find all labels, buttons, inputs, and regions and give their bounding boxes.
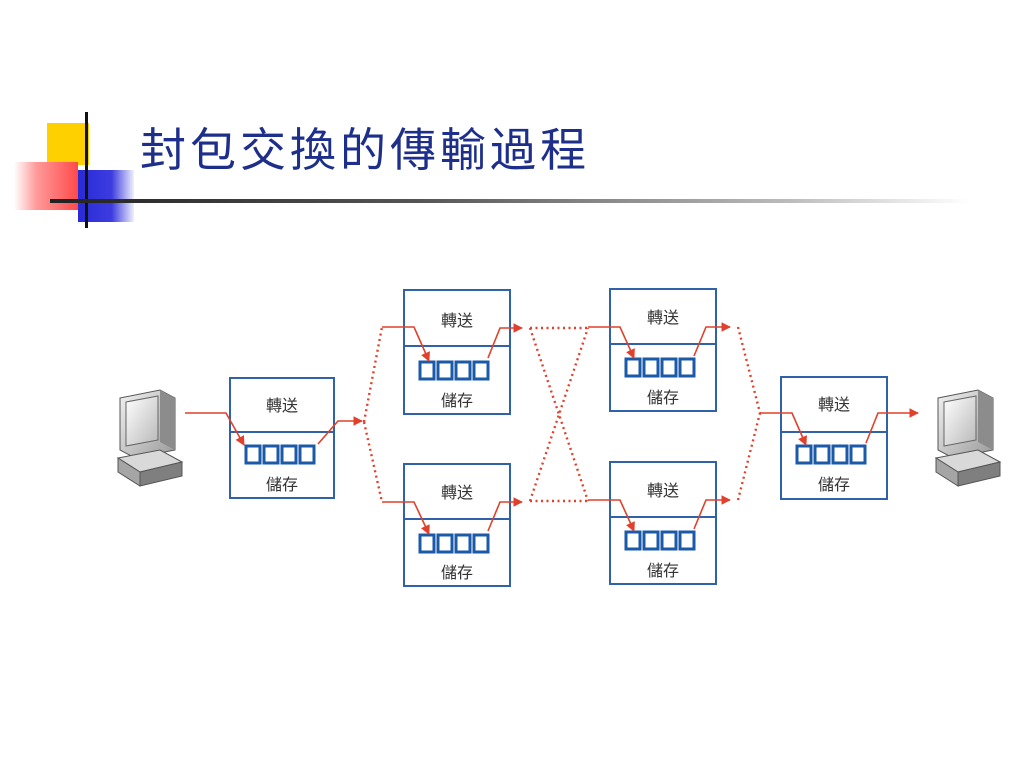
node-store-label: 儲存 <box>441 391 473 410</box>
source-computer-icon <box>116 389 184 487</box>
internal-arrows <box>185 322 919 535</box>
dotted-links <box>362 326 762 503</box>
node-store-label: 儲存 <box>647 561 679 580</box>
destination-computer-icon <box>934 389 1002 487</box>
node-n5: 轉送 儲存 <box>609 461 717 585</box>
node-forward-label: 轉送 <box>266 396 298 415</box>
node-store-label: 儲存 <box>441 563 473 582</box>
yellow-accent-square <box>47 123 89 165</box>
node-forward-label: 轉送 <box>441 483 473 502</box>
node-n3: 轉送 儲存 <box>403 463 511 587</box>
node-store-label: 儲存 <box>266 475 298 494</box>
node-n2: 轉送 儲存 <box>403 289 511 415</box>
node-n1: 轉送 儲存 <box>229 377 335 499</box>
node-forward-label: 轉送 <box>441 311 473 330</box>
node-n6: 轉送 儲存 <box>780 376 888 500</box>
node-forward-label: 轉送 <box>647 308 679 327</box>
title-vertical-rule <box>85 112 88 228</box>
node-store-label: 儲存 <box>818 475 850 494</box>
node-forward-label: 轉送 <box>818 395 850 414</box>
node-store-label: 儲存 <box>647 388 679 407</box>
node-forward-label: 轉送 <box>647 481 679 500</box>
slide-title: 封包交換的傳輸過程 <box>140 123 590 177</box>
title-underline-rule <box>50 199 970 203</box>
node-n4: 轉送 儲存 <box>609 288 717 412</box>
